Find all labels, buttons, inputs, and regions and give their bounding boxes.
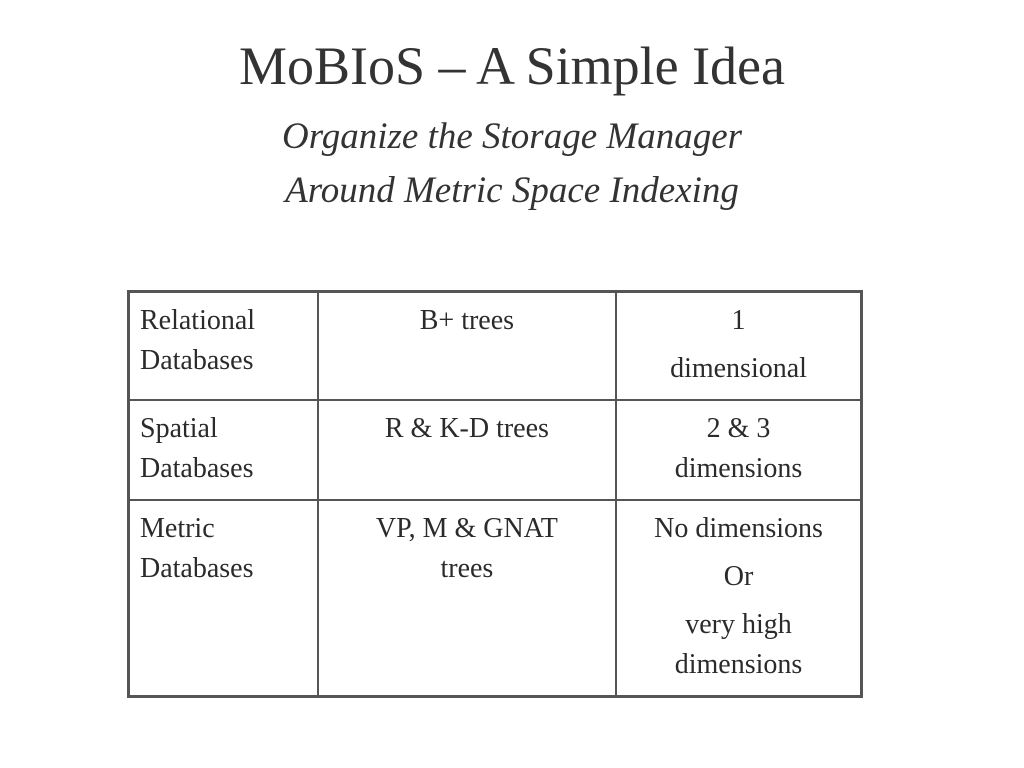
subtitle-line: Organize the Storage Manager — [281, 116, 743, 157]
cell-text: trees — [440, 553, 494, 584]
cell-paragraph: 2 & 3 dimensions — [627, 409, 850, 489]
index-structure-cell: R & K-D trees — [316, 399, 618, 501]
cell-text: very high — [685, 609, 792, 640]
cell-paragraph: Or — [627, 557, 850, 597]
dimensionality-cell: 2 & 3 dimensions — [615, 399, 864, 501]
dimensionality-cell: No dimensions Or very high dimensions — [615, 499, 864, 698]
database-type-cell: Relational Databases — [126, 290, 319, 401]
cell-paragraph: No dimensions — [627, 509, 850, 549]
table-row: Relational Databases B+ trees 1 dimensio… — [126, 290, 864, 401]
cell-text: Databases — [140, 453, 254, 484]
cell-text: B+ trees — [419, 305, 515, 336]
slide-title: MoBIoS – A Simple Idea — [238, 36, 785, 96]
cell-text: dimensions — [674, 453, 803, 484]
table-row: Spatial Databases R & K-D trees 2 & 3 di… — [126, 399, 864, 501]
database-type-cell: Metric Databases — [126, 499, 319, 698]
cell-text: VP, M & GNAT — [375, 513, 558, 544]
cell-text: No dimensions — [654, 513, 823, 544]
cell-paragraph: 1 — [627, 301, 850, 341]
table-row: Metric Databases VP, M & GNAT trees No d… — [126, 499, 864, 698]
cell-text: Or — [723, 561, 754, 592]
subtitle-line: Around Metric Space Indexing — [285, 170, 739, 211]
cell-text: 1 — [731, 305, 746, 336]
cell-text: R & K-D trees — [384, 413, 549, 444]
cell-text: Databases — [140, 345, 254, 376]
cell-text: Metric — [140, 513, 215, 544]
database-comparison-table: Relational Databases B+ trees 1 dimensio… — [126, 290, 864, 698]
dimensionality-cell: 1 dimensional — [615, 290, 864, 401]
slide-subtitle: Organize the Storage Manager Around Metr… — [0, 110, 1024, 218]
index-structure-cell: B+ trees — [316, 290, 618, 401]
cell-text: Spatial — [140, 413, 218, 444]
database-type-cell: Spatial Databases — [126, 399, 319, 501]
cell-text: dimensional — [670, 353, 807, 384]
cell-text: Relational — [140, 305, 256, 336]
cell-text: 2 & 3 — [706, 413, 771, 444]
index-structure-cell: VP, M & GNAT trees — [316, 499, 618, 698]
cell-text: dimensions — [674, 649, 803, 680]
cell-text: Databases — [140, 553, 254, 584]
cell-paragraph: very high dimensions — [627, 605, 850, 685]
cell-paragraph: dimensional — [627, 349, 850, 389]
